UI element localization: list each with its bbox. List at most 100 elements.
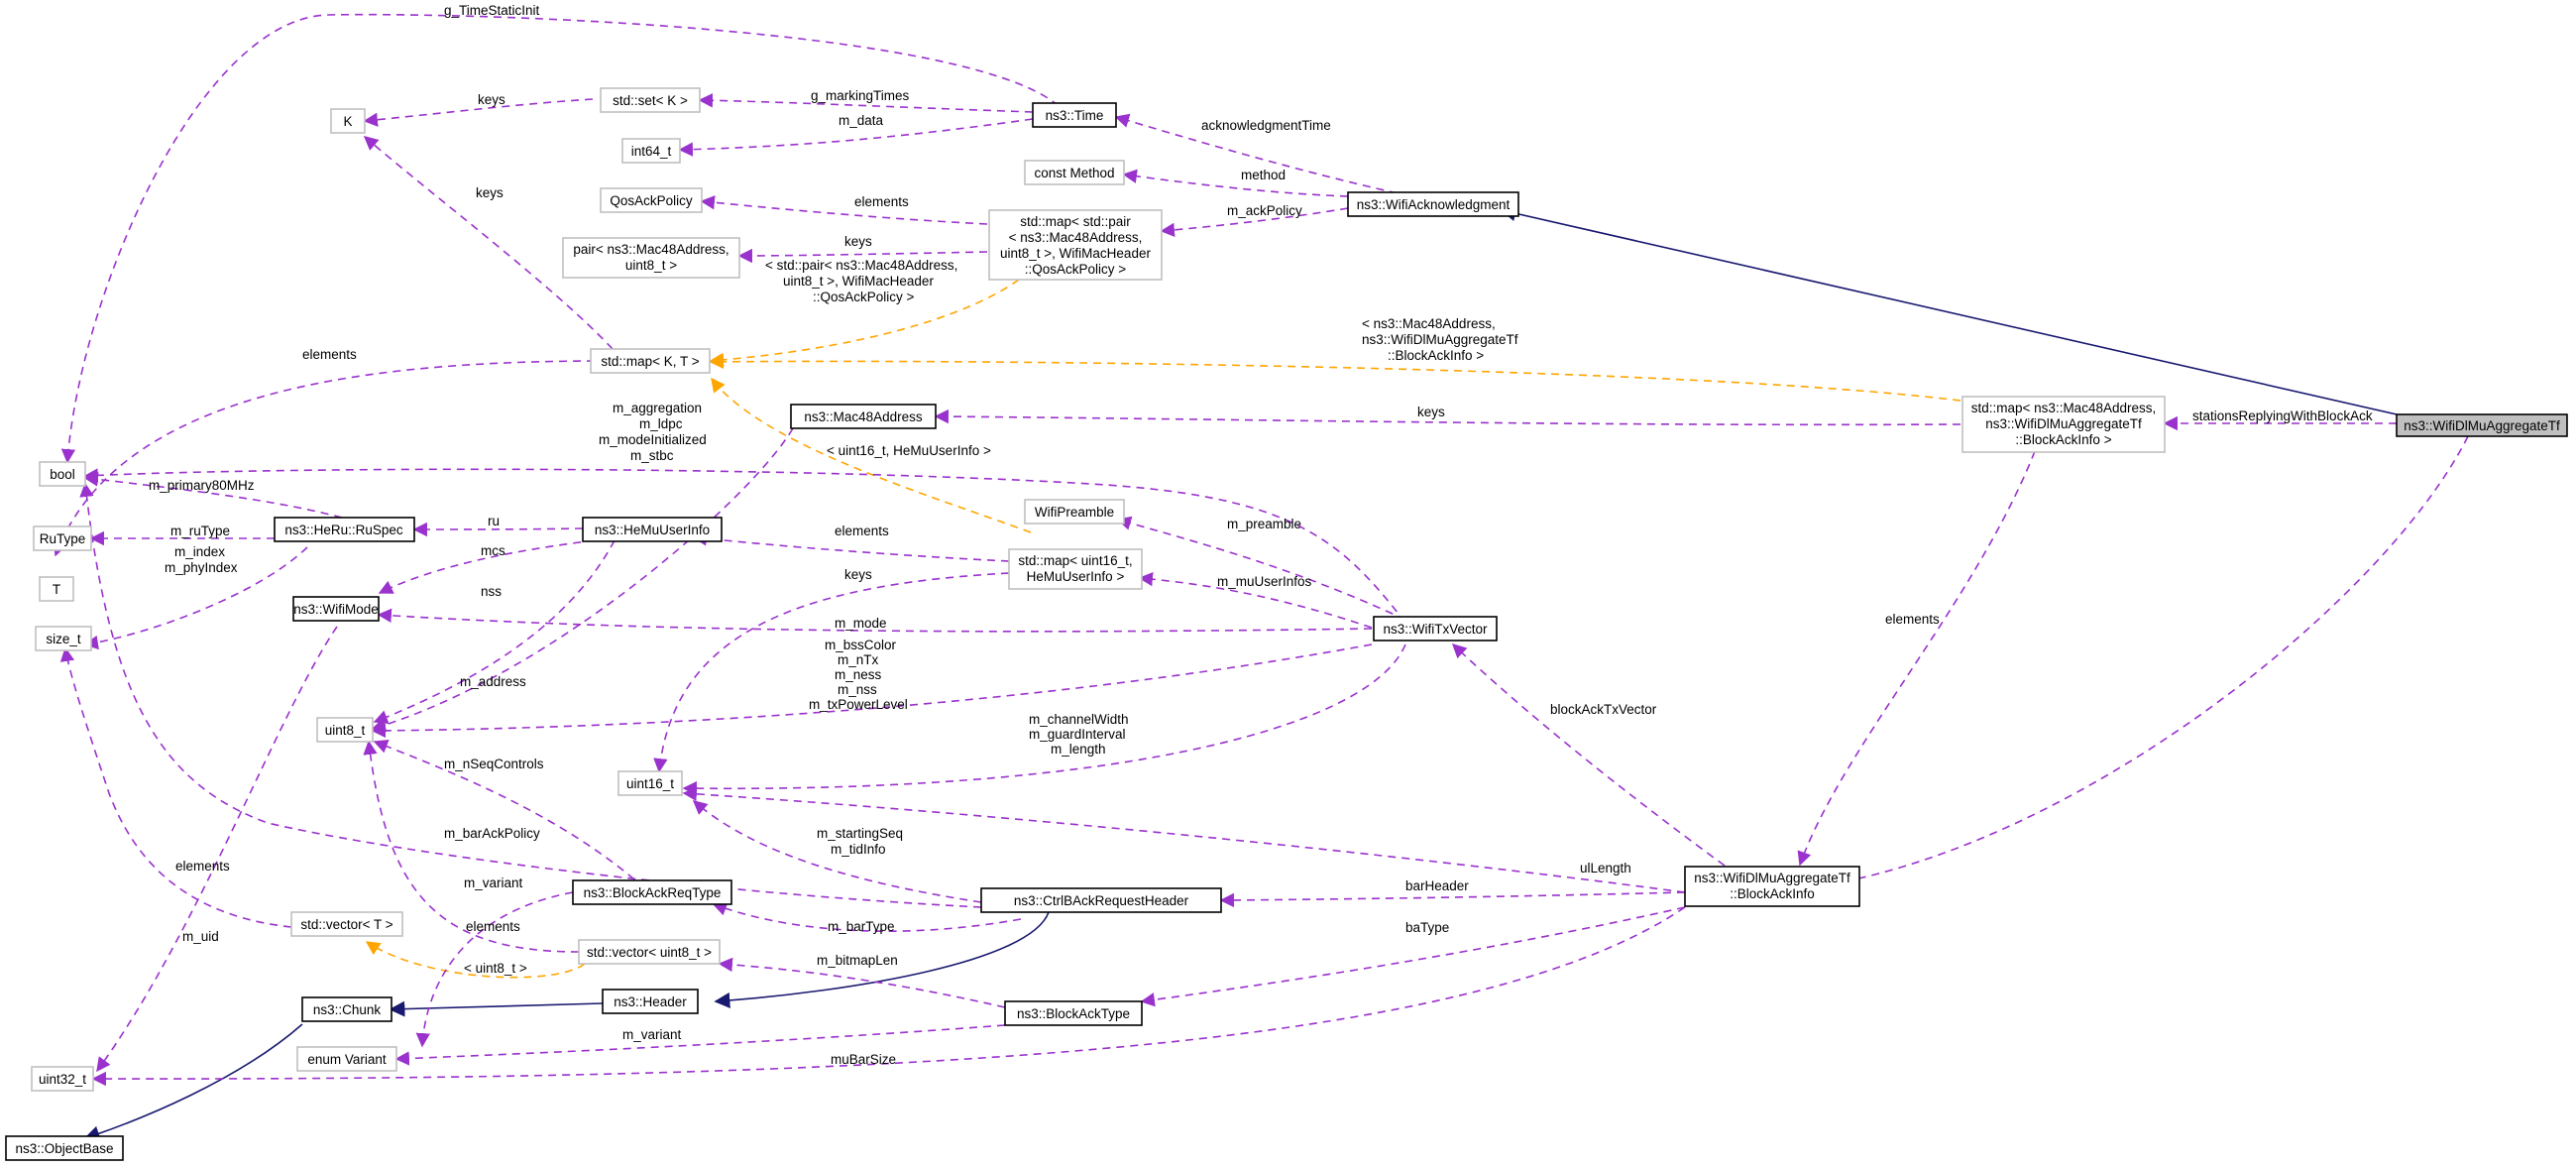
node-chunk[interactable]: ns3::Chunk [301,996,392,1022]
node-time[interactable]: ns3::Time [1032,102,1117,128]
node-vector-t[interactable]: std::vector< T > [290,911,403,937]
node-vector-uint8[interactable]: std::vector< uint8_t > [578,939,721,965]
label-tpl-blockackinfo-0: < ns3::Mac48Address, [1362,316,1496,331]
label-bool-members-3: m_stbc [630,448,674,463]
node-pair-mac48[interactable]: pair< ns3::Mac48Address, uint8_t > [562,237,740,279]
edge-elements-vector-t [59,646,292,928]
edge-m-data [678,118,1034,157]
svg-text:RuType: RuType [40,531,86,546]
node-blockackreqtype[interactable]: ns3::BlockAckReqType [572,879,732,905]
label-m-rutype: m_ruType [170,524,230,538]
svg-text:bool: bool [50,467,75,482]
label-txvector-uint16-1: m_guardInterval [1029,727,1126,742]
edge-inherit-chunk-objectbase [83,1023,303,1142]
node-map-blockackinfo[interactable]: std::map< ns3::Mac48Address, ns3::WifiDl… [1961,396,2166,453]
node-k[interactable]: K [330,108,366,134]
node-hemuuserinfo[interactable]: ns3::HeMuUserInfo [582,517,723,542]
node-set-k[interactable]: std::set< K > [600,87,701,113]
label-tpl-pair-0: < std::pair< ns3::Mac48Address, [765,258,957,273]
svg-text:ns3::Time: ns3::Time [1046,108,1104,123]
svg-text:ns3::ObjectBase: ns3::ObjectBase [15,1141,113,1156]
svg-text:std::vector< uint8_t >: std::vector< uint8_t > [587,945,712,960]
label-keys-k: keys [476,185,504,200]
label-m-muuserinfos: m_muUserInfos [1217,574,1312,589]
svg-text:enum Variant: enum Variant [307,1052,387,1067]
node-const-method[interactable]: const Method [1024,160,1125,185]
edge-labels: g_TimeStaticInit keys g_markingTimes m_d… [149,3,2373,1067]
edge-keys-pair [737,248,988,264]
node-rutype[interactable]: RuType [33,525,92,551]
label-m-bitmaplen: m_bitmapLen [817,953,898,968]
node-size-t[interactable]: size_t [35,626,92,651]
label-tpl-pair-2: ::QosAckPolicy > [813,290,915,304]
label-m-data: m_data [839,113,884,128]
node-int64[interactable]: int64_t [621,138,681,164]
svg-text:std::vector< T >: std::vector< T > [300,917,392,932]
edge-g-markingtimes [698,93,1034,113]
svg-text:uint16_t: uint16_t [626,776,674,791]
edge-tpl-mapuint16 [711,377,1032,533]
node-wifi-dl-mu-aggregate-tf[interactable]: ns3::WifiDlMuAggregateTf [2396,413,2568,437]
svg-text:ns3::BlockAckType: ns3::BlockAckType [1017,1006,1130,1021]
edge-tpl-mappair [709,279,1020,368]
node-ruspec[interactable]: ns3::HeRu::RuSpec [274,517,415,542]
edge-acknowledgmenttime [1114,113,1399,194]
svg-text:::BlockAckInfo >: ::BlockAckInfo > [2015,432,2111,447]
node-t[interactable]: T [39,576,74,602]
label-elements-t: elements [302,347,357,362]
node-uint16[interactable]: uint16_t [617,770,683,796]
edge-m-variant-ba [394,1024,1006,1066]
label-method: method [1241,168,1286,182]
label-keys-pair: keys [844,234,872,249]
edge-keys-uint16 [653,572,1010,773]
node-map-uint16[interactable]: std::map< uint16_t, HeMuUserInfo > [1008,548,1143,590]
node-header[interactable]: ns3::Header [602,989,699,1014]
edge-ullength [682,786,1686,893]
node-blockacktype[interactable]: ns3::BlockAckType [1004,1000,1143,1026]
node-uint32[interactable]: uint32_t [31,1066,94,1092]
svg-text:T: T [53,582,60,597]
svg-text:ns3::HeRu::RuSpec: ns3::HeRu::RuSpec [284,523,403,537]
svg-text:ns3::WifiDlMuAggregateTf: ns3::WifiDlMuAggregateTf [1985,416,2142,431]
label-txvector-uint8-3: m_nss [838,682,877,697]
svg-text:std::set< K >: std::set< K > [613,93,688,108]
label-keys-uint16: keys [844,567,872,582]
svg-text:pair< ns3::Mac48Address,: pair< ns3::Mac48Address, [573,242,728,257]
svg-text:std::map< ns3::Mac48Address,: std::map< ns3::Mac48Address, [1971,401,2156,415]
label-tpl-blockackinfo-1: ns3::WifiDlMuAggregateTf [1362,332,1518,347]
node-wifi-acknowledgment[interactable]: ns3::WifiAcknowledgment [1347,191,1519,217]
node-qos-ack-policy[interactable]: QosAckPolicy [600,187,703,213]
node-mac48[interactable]: ns3::Mac48Address [790,404,937,429]
svg-text:ns3::Chunk: ns3::Chunk [313,1002,382,1017]
svg-text:HeMuUserInfo >: HeMuUserInfo > [1027,569,1125,584]
node-wifimode[interactable]: ns3::WifiMode [292,596,380,622]
node-ctrlbackrequestheader[interactable]: ns3::CtrlBAckRequestHeader [980,887,1222,913]
edge-keys-set [363,98,594,127]
label-m-bartype: m_barType [828,919,895,934]
label-elements-hemu: elements [835,524,889,538]
label-ullength: ulLength [1580,861,1631,875]
svg-text:ns3::WifiTxVector: ns3::WifiTxVector [1383,622,1488,637]
svg-text:WifiPreamble: WifiPreamble [1035,505,1114,520]
node-enum-variant[interactable]: enum Variant [296,1046,397,1072]
node-map-pair[interactable]: std::map< std::pair < ns3::Mac48Address,… [988,209,1163,281]
label-m-nseqcontrols: m_nSeqControls [444,757,544,771]
node-wifitxvector[interactable]: ns3::WifiTxVector [1373,616,1498,642]
edge-m-muuserinfos [1138,571,1373,629]
svg-text:ns3::Mac48Address: ns3::Mac48Address [804,409,923,424]
edges [53,13,2469,1142]
node-map-kt[interactable]: std::map< K, T > [590,348,711,374]
svg-text:ns3::Header: ns3::Header [614,994,687,1009]
node-objectbase[interactable]: ns3::ObjectBase [5,1135,124,1161]
edge-batype [1140,906,1686,1007]
node-bool[interactable]: bool [39,461,86,487]
svg-text:uint32_t: uint32_t [39,1072,86,1087]
node-blockackinfo[interactable]: ns3::WifiDlMuAggregateTf ::BlockAckInfo [1684,866,1860,907]
node-uint8[interactable]: uint8_t [316,717,374,743]
svg-text:ns3::BlockAckReqType: ns3::BlockAckReqType [584,885,722,900]
edge-elements-vec8 [363,740,580,953]
edge-ru [412,522,584,537]
edge-barheader [1219,891,1686,908]
node-wifipreamble[interactable]: WifiPreamble [1024,499,1125,525]
svg-text:int64_t: int64_t [631,144,672,159]
